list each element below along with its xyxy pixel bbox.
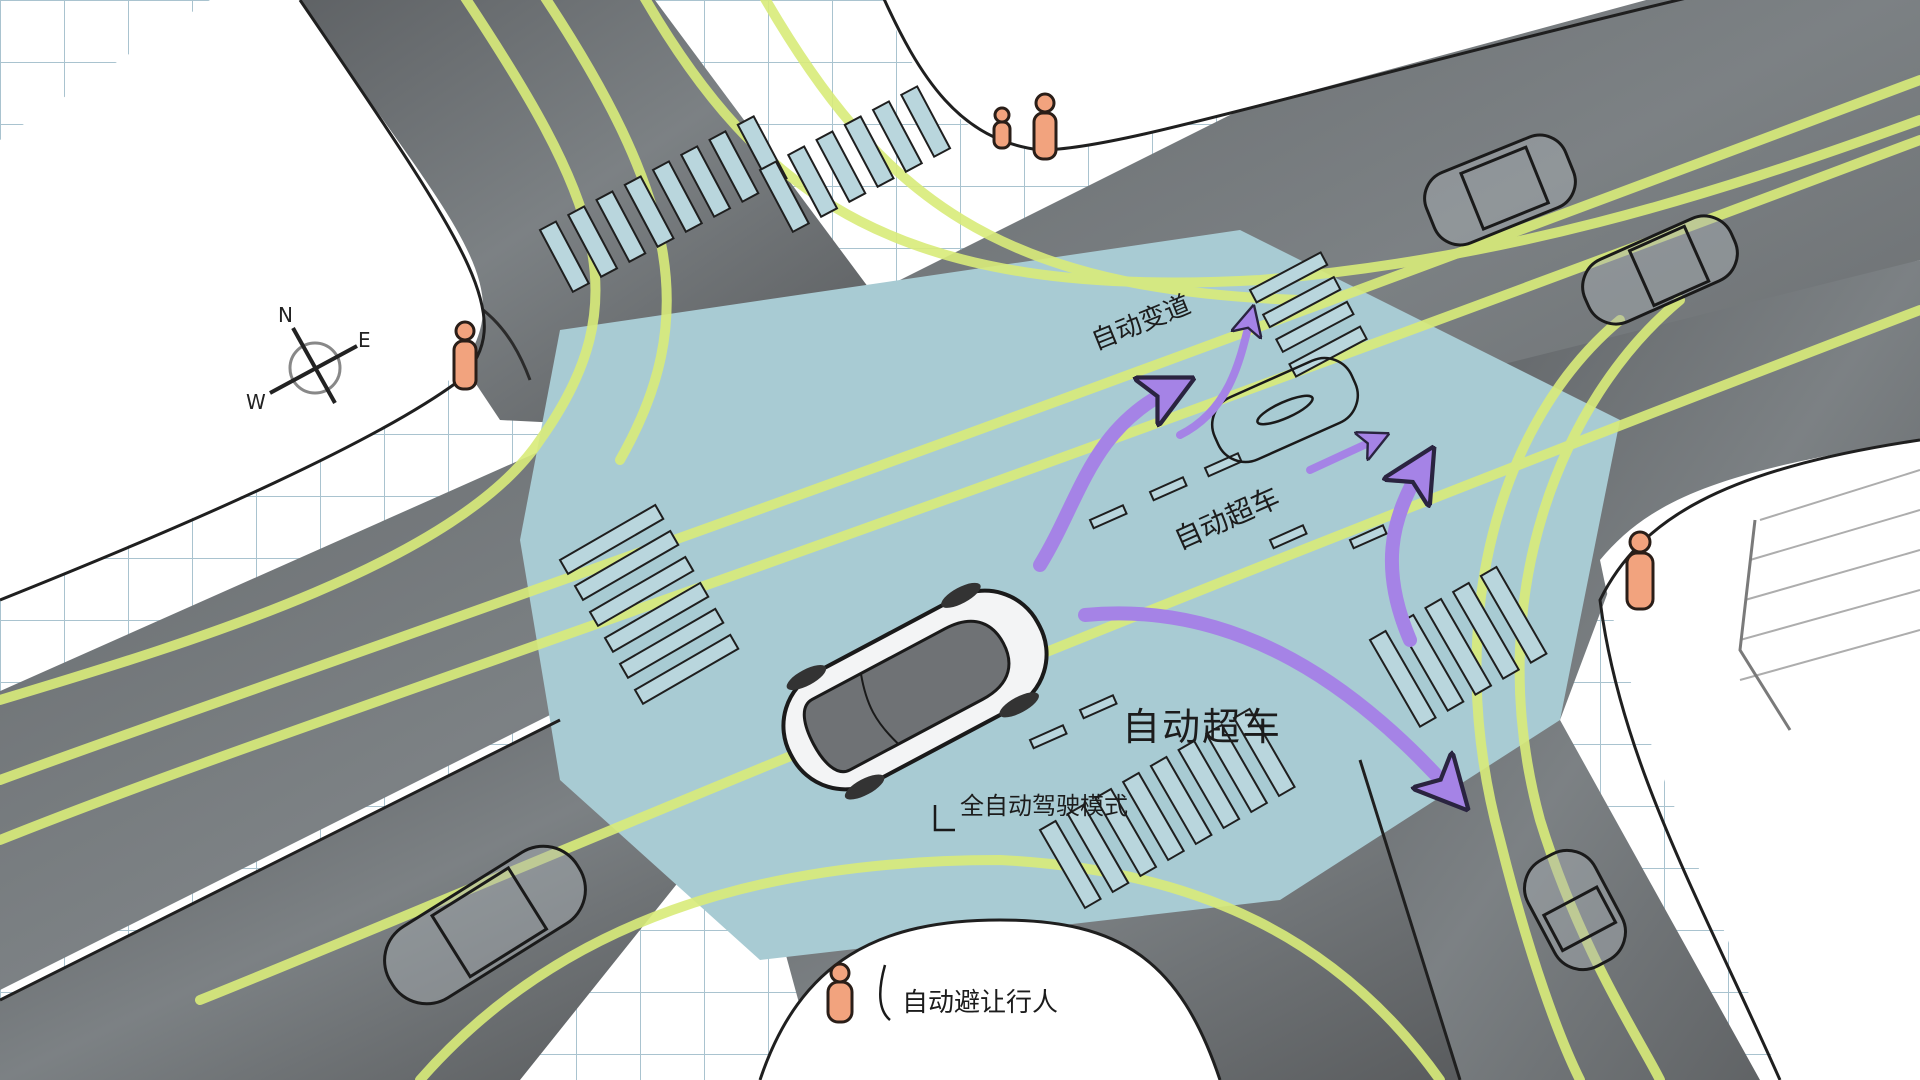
pedestrians xyxy=(452,92,1655,1024)
pedestrian-bottom xyxy=(826,962,854,1024)
ghost-car xyxy=(1211,356,1359,464)
compass-icon xyxy=(269,327,358,404)
label-full-self-driving: 全自动驾驶模式 xyxy=(960,792,1128,820)
pedestrian-top-adult xyxy=(1032,92,1058,161)
compass-north: N xyxy=(278,303,293,327)
compass-east: E xyxy=(358,328,371,352)
lane-dashes xyxy=(1028,452,1388,750)
label-overtake-main: 自动超车 xyxy=(1122,705,1283,749)
overtake-arrow-small xyxy=(1306,440,1375,474)
compass-west: W xyxy=(246,390,266,414)
yield-pointer xyxy=(879,964,891,1021)
overtake-arrow-up xyxy=(1392,470,1420,647)
route-arrows xyxy=(1033,320,1450,790)
ego-car xyxy=(781,582,1049,800)
fsd-pointer xyxy=(933,805,955,832)
lane-change-arrow-2 xyxy=(1176,320,1250,439)
other-cars xyxy=(383,133,1739,1006)
building-right xyxy=(1738,469,1920,731)
lane-change-arrow xyxy=(1033,390,1170,572)
pedestrian-right xyxy=(1625,530,1655,611)
label-yield-pedestrian: 自动避让行人 xyxy=(902,988,1059,1018)
overtake-arrow-main xyxy=(1078,606,1450,790)
pedestrian-left xyxy=(452,320,478,391)
pedestrian-top-child xyxy=(992,106,1012,150)
